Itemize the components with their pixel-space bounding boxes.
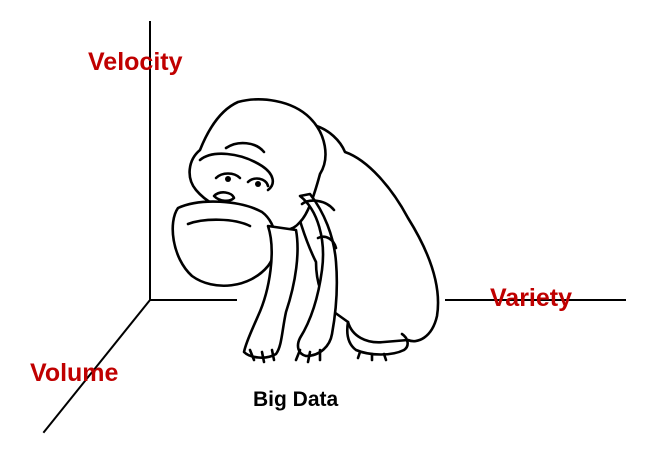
velocity-axis-label: Velocity bbox=[88, 48, 183, 76]
variety-axis-label: Variety bbox=[490, 284, 573, 312]
gorilla-icon bbox=[171, 98, 440, 364]
volume-axis-label: Volume bbox=[30, 359, 119, 387]
volume-axis-line bbox=[42, 298, 152, 434]
big-data-caption: Big Data bbox=[253, 388, 339, 411]
